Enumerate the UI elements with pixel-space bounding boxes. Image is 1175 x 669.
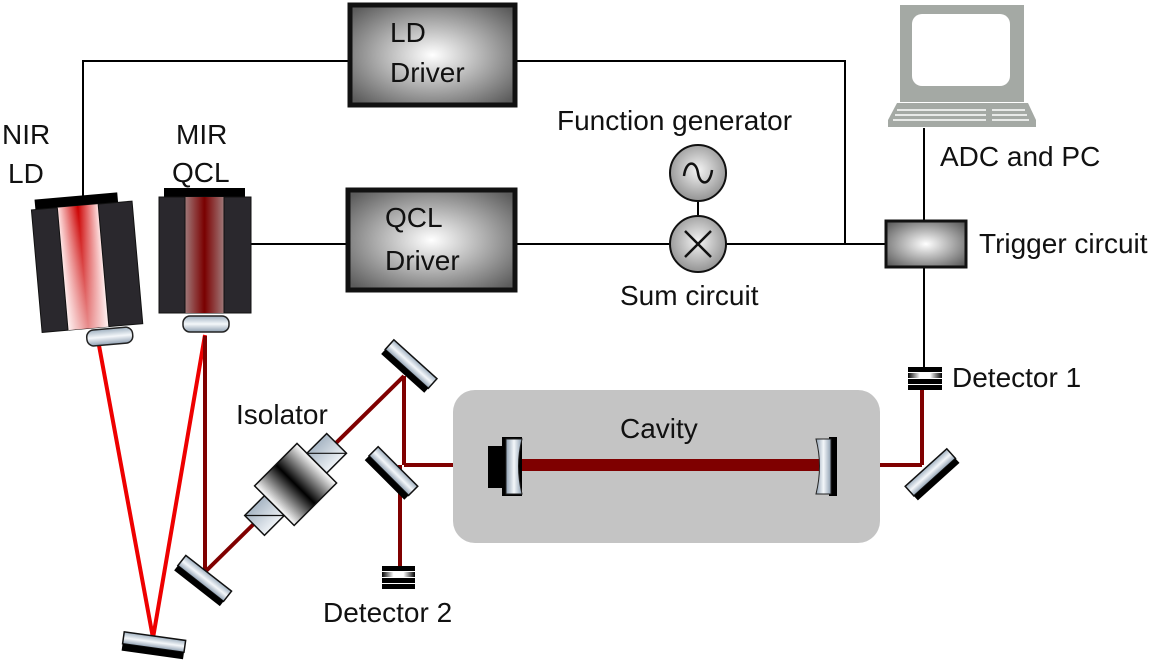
nir-ld-label-line2: LD: [8, 158, 44, 189]
ld-driver-box[interactable]: LD Driver: [347, 2, 518, 108]
isolator-output-prism: [305, 432, 348, 475]
ld-driver-label-line1: LD: [390, 17, 426, 48]
mir-qcl-label-line1: MIR: [176, 119, 227, 150]
cavity-output-mirror: [815, 437, 837, 496]
qcl-driver-label-line1: QCL: [385, 202, 443, 233]
mir-qcl-label-line2: QCL: [172, 157, 230, 188]
cavity-label: Cavity: [620, 413, 698, 444]
detector1-label: Detector 1: [952, 362, 1081, 393]
detector2-label: Detector 2: [323, 597, 452, 628]
detector-1[interactable]: [908, 367, 942, 390]
upper-turning-mirror[interactable]: [381, 338, 439, 393]
sum-circuit-label: Sum circuit: [620, 280, 759, 311]
function-generator-label: Function generator: [557, 105, 792, 136]
cavity-input-mirror: [488, 437, 523, 496]
nir-beam-path: [96, 334, 207, 639]
detector-2[interactable]: [382, 566, 415, 589]
trigger-circuit-box[interactable]: [884, 219, 968, 269]
optical-isolator[interactable]: [235, 424, 357, 546]
wiring: [82, 60, 925, 368]
trigger-circuit-label: Trigger circuit: [979, 228, 1148, 259]
beamsplitter-mirror[interactable]: [364, 445, 419, 500]
nir-ld-label-line1: NIR: [2, 119, 50, 150]
bottom-turning-mirror[interactable]: [121, 630, 187, 660]
nir-laser-diode[interactable]: [30, 191, 145, 350]
qcl-driver-label-line2: Driver: [385, 245, 460, 276]
isolator-label: Isolator: [236, 399, 328, 430]
multiply-cross-icon: [684, 230, 712, 258]
wire-nir-ld-to-ld-driver: [82, 60, 348, 196]
adc-pc-label: ADC and PC: [940, 141, 1100, 172]
mir-qcl-laser[interactable]: [158, 188, 252, 333]
sine-wave-icon: [682, 162, 714, 184]
ld-driver-label-line2: Driver: [390, 57, 465, 88]
mir-collimating-lens: [182, 315, 230, 333]
qcl-driver-box[interactable]: QCL Driver: [345, 187, 518, 293]
cavity[interactable]: Cavity: [453, 390, 880, 543]
sum-circuit[interactable]: [669, 215, 727, 273]
nir-collimating-lens: [85, 326, 134, 347]
qcl-turning-mirror[interactable]: [174, 554, 233, 607]
intracavity-beam: [521, 459, 820, 471]
function-generator[interactable]: [669, 144, 727, 202]
output-turning-mirror[interactable]: [904, 447, 960, 501]
computer-terminal-icon[interactable]: [888, 5, 1036, 127]
